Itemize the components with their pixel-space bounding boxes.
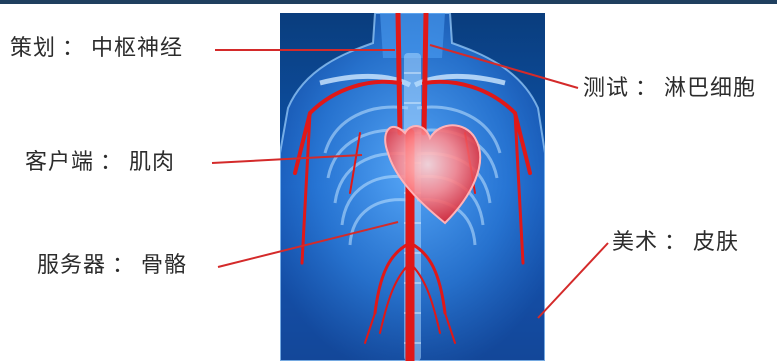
- organ-text: 淋巴细胞: [664, 76, 756, 101]
- role-text: 美术: [612, 230, 658, 255]
- label-art-skin: 美术：皮肤: [612, 230, 739, 256]
- organ-text: 肌肉: [129, 150, 175, 175]
- separator: ：: [56, 36, 91, 61]
- role-text: 策划: [10, 36, 56, 61]
- leader-art: [538, 243, 608, 318]
- separator: ：: [629, 76, 664, 101]
- organ-text: 中枢神经: [91, 36, 183, 61]
- role-text: 服务器: [37, 253, 106, 278]
- organ-text: 皮肤: [693, 230, 739, 255]
- human-anatomy-illustration: [280, 13, 545, 361]
- top-bar: [0, 0, 777, 4]
- label-client-muscle: 客户端：肌肉: [25, 150, 175, 176]
- label-design-cns: 策划：中枢神经: [10, 36, 183, 62]
- separator: ：: [94, 150, 129, 175]
- separator: ：: [106, 253, 141, 278]
- role-text: 测试: [583, 76, 629, 101]
- role-text: 客户端: [25, 150, 94, 175]
- organ-text: 骨骼: [141, 253, 187, 278]
- label-server-skeleton: 服务器：骨骼: [37, 253, 187, 279]
- separator: ：: [658, 230, 693, 255]
- label-test-lymphocytes: 测试：淋巴细胞: [583, 76, 756, 102]
